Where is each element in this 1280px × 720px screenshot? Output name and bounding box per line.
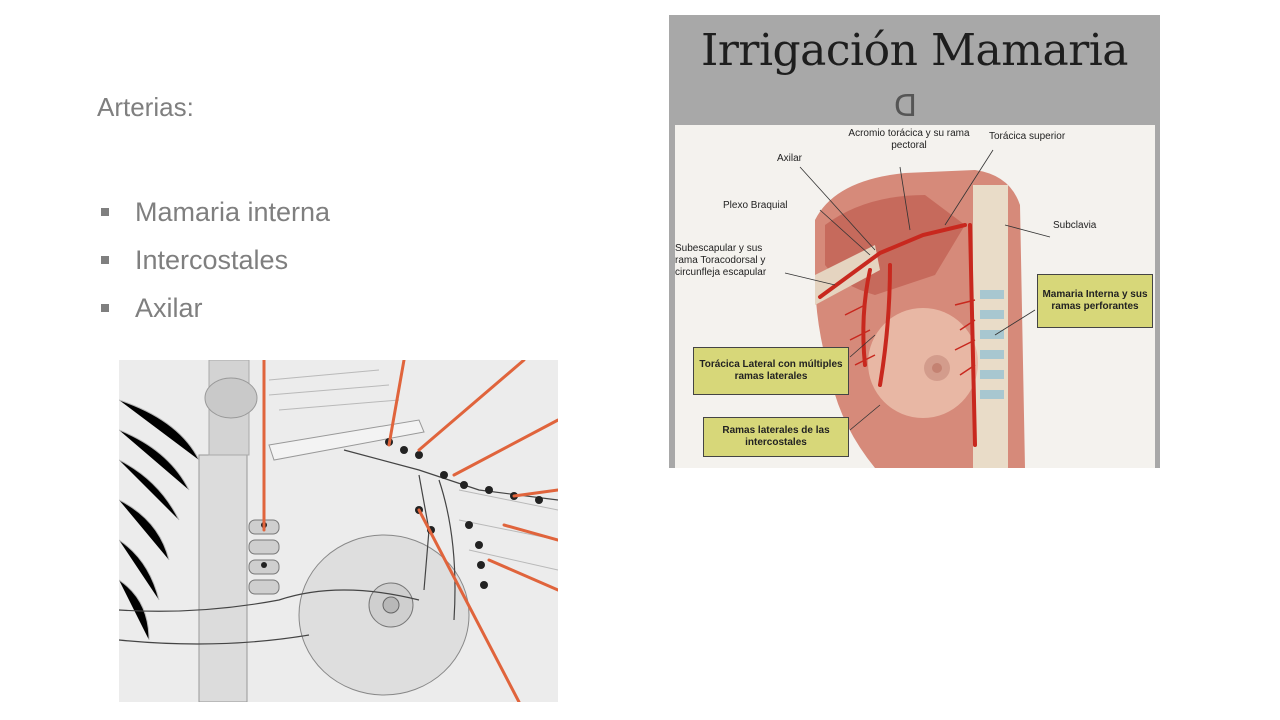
label-subescapular: Subescapular y sus rama Toracodorsal y c… [675, 243, 767, 278]
square-bullet-icon [101, 256, 109, 264]
bullet-label: Mamaria interna [135, 197, 331, 227]
square-bullet-icon [101, 304, 109, 312]
bullet-list: Mamaria interna Intercostales Axilar [97, 188, 330, 332]
ornament-icon: ᗡ [894, 89, 918, 124]
figure-title: Irrigación Mamaria [701, 25, 1129, 76]
bullet-item: Mamaria interna [97, 188, 330, 236]
bullet-item: Intercostales [97, 236, 330, 284]
anatomy-sketch [119, 360, 558, 702]
box-toracica-lateral: Torácica Lateral con múltiples ramas lat… [693, 347, 849, 395]
label-acromio: Acromio torácica y su rama pectoral [848, 128, 970, 151]
anatomy-illustration [784, 149, 1051, 468]
bullet-label: Axilar [135, 293, 203, 323]
lymphatic-illustration [119, 360, 558, 702]
square-bullet-icon [101, 208, 109, 216]
irrigation-figure: Irrigación Mamaria ᗡ [669, 15, 1160, 468]
label-toracica-superior: Torácica superior [989, 131, 1066, 142]
bullet-label: Intercostales [135, 245, 289, 275]
bullet-item: Axilar [97, 284, 330, 332]
label-subclavia: Subclavia [1053, 220, 1097, 231]
slide-heading: Arterias: [97, 92, 194, 122]
box-mamaria-interna: Mamaria Interna y sus ramas perforantes [1037, 274, 1153, 328]
label-plexo: Plexo Braquial [723, 200, 788, 211]
box-ramas-intercostales: Ramas laterales de las intercostales [703, 417, 849, 457]
figure-body: Acromio torácica y su rama pectoral Torá… [675, 125, 1155, 468]
label-axilar: Axilar [777, 153, 803, 164]
